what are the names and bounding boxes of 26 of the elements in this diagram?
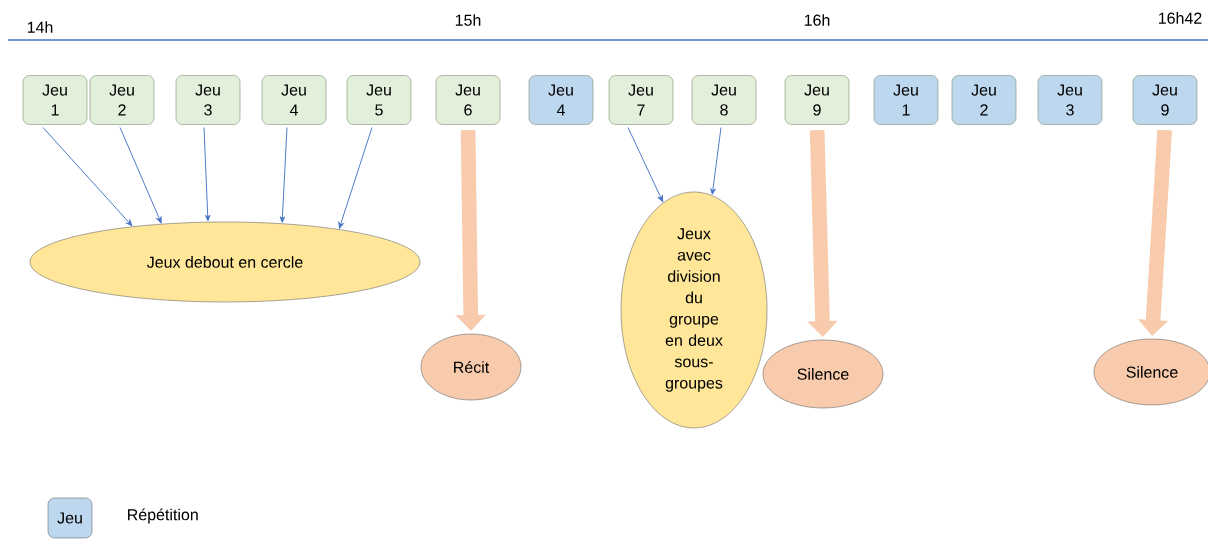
arrow [203,127,211,222]
game-box: Jeu 2 [89,75,155,125]
game-box: Jeu 1 [873,75,939,125]
time-label: 15h [455,14,481,26]
game-box: Jeu 4 [261,75,327,125]
time-label: 16h42 [1158,12,1202,24]
game-box: Jeu 1 [22,75,88,125]
game-box: Jeu 7 [608,75,674,125]
arrow [338,127,373,229]
game-box: Jeu 8 [691,75,757,125]
time-label: 14h [27,21,53,33]
arrow [279,127,288,223]
arrow [119,127,162,224]
game-box: Jeu 9 [784,75,850,125]
game-box: Jeu 3 [1037,75,1103,125]
arrow [627,127,664,203]
arrow [710,127,722,195]
time-label: 16h [804,14,830,26]
game-box: Jeu 5 [346,75,412,125]
game-box: Jeu 9 [1132,75,1198,125]
game-box: Jeu 4 [528,75,594,125]
game-box: Jeu 3 [175,75,241,125]
game-box: Jeu 6 [435,75,501,125]
arrow [42,127,133,227]
legend-text: Répétition [128,508,198,524]
game-box: Jeu 2 [951,75,1017,125]
